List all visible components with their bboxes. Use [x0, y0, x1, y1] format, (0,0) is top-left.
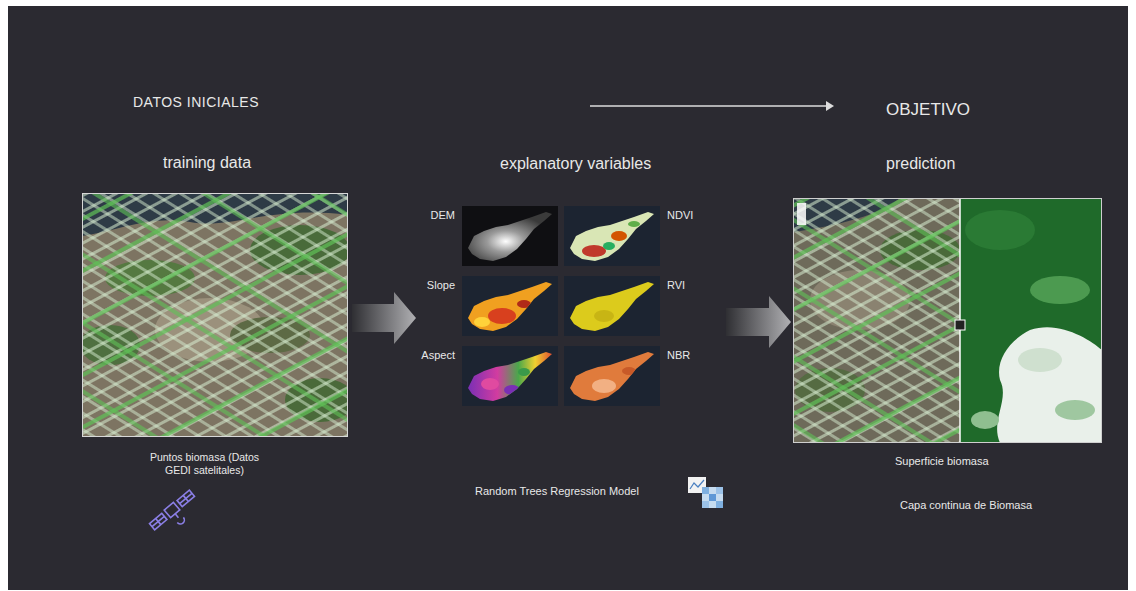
aspect-map: [462, 346, 558, 406]
gedi-track-map: [80, 193, 355, 437]
variable-map: NBR: [564, 346, 660, 406]
nbr-map: [564, 346, 660, 406]
variable-map: Slope: [462, 276, 558, 336]
map-panel: training dataPuntos biomasa (Datos GEDI …: [82, 193, 348, 437]
section-label: OBJETIVO: [886, 100, 970, 120]
slope-map: [462, 276, 558, 336]
panel-heading: prediction: [886, 154, 955, 173]
variable-map: NDVI: [564, 206, 660, 266]
variable-label: Aspect: [421, 349, 455, 362]
variable-map: Aspect: [462, 346, 558, 406]
caption: Superficie biomasa: [895, 455, 989, 468]
prediction-map: [793, 198, 1102, 443]
section-label: DATOS INICIALES: [133, 94, 259, 111]
variable-label: NBR: [667, 349, 690, 362]
block-arrow: [352, 292, 416, 344]
header-arrow: [590, 101, 834, 111]
variable-map: DEM: [462, 206, 558, 266]
variable-map: RVI: [564, 276, 660, 336]
variable-group: explanatory variablesRandom Trees Regres…: [418, 152, 722, 512]
caption: Capa continua de Biomasa: [900, 499, 1032, 512]
satellite-icon: [149, 489, 203, 539]
model-name: Random Trees Regression Model: [475, 485, 639, 498]
variable-label: RVI: [667, 279, 685, 292]
slide-ground: [8, 6, 1128, 590]
panel-heading: training data: [163, 153, 251, 172]
variable-label: Slope: [427, 279, 455, 292]
caption: Puntos biomasa (Datos GEDI satelitales): [137, 451, 272, 476]
variable-label: DEM: [431, 209, 455, 222]
model-icon: [688, 477, 723, 508]
dem-map: [462, 206, 558, 266]
variable-label: NDVI: [667, 209, 693, 222]
block-arrow: [726, 296, 791, 348]
panel-heading: explanatory variables: [500, 154, 651, 173]
ndvi-map: [564, 206, 660, 266]
rvi-map: [564, 276, 660, 336]
map-panel: predictionSuperficie biomasaCapa continu…: [793, 198, 1102, 443]
